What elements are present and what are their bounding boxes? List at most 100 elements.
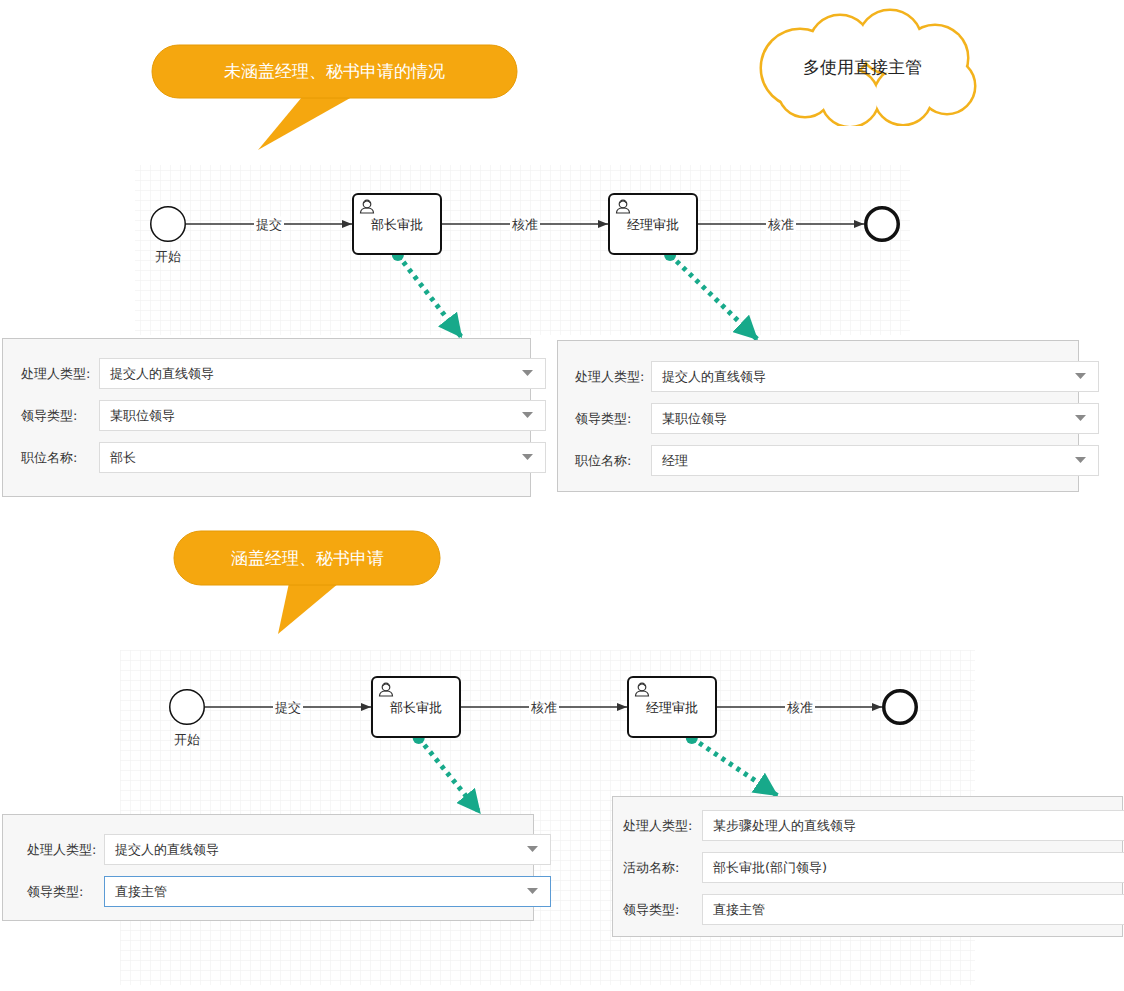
bubble-body [152, 45, 517, 98]
property-panel: 提交人的直线领导某职位领导部长处理人类型:领导类型:职位名称: [2, 338, 531, 497]
panel-labels: 处理人类型:领导类型:职位名称: [21, 339, 90, 432]
dropdown-caret [1075, 415, 1086, 422]
field-value: 部长 [100, 443, 545, 472]
panel-labels: 处理人类型:活动名称:领导类型: [623, 797, 692, 890]
dropdown-field: 经理 [651, 445, 1099, 476]
dropdown-field: 某步骤处理人的直线领导 [702, 810, 1124, 841]
flow-label: 核准 [529, 700, 559, 715]
flow-label: 核准 [510, 217, 540, 232]
field-label: 领导类型: [623, 894, 692, 925]
event-label-wrap: 开始 [139, 731, 235, 749]
cloud-fill [822, 70, 878, 126]
event-circle [170, 690, 205, 725]
field-label: 处理人类型: [21, 358, 90, 389]
user-icon [378, 681, 394, 697]
caret-triangle [527, 846, 538, 852]
caret-triangle [527, 888, 538, 894]
end-event [882, 689, 918, 725]
field-label: 职位名称: [21, 442, 90, 473]
flow-label: 提交 [273, 700, 303, 715]
field-label: 领导类型: [21, 400, 90, 431]
field-value: 直接主管 [105, 877, 550, 906]
event-label: 开始 [139, 731, 235, 749]
dotted-pointer [692, 738, 778, 796]
icon-body [636, 691, 649, 696]
cloud-lobe [822, 70, 878, 126]
field-value: 提交人的直线领导 [100, 359, 545, 388]
panel-labels: 处理人类型:领导类型: [27, 815, 96, 877]
dropdown-caret [522, 454, 533, 461]
dropdown-field: 直接主管 [702, 894, 1124, 925]
icon-body [361, 208, 374, 213]
start-circle [169, 689, 205, 725]
start-circle [150, 206, 186, 242]
task-name: 经理审批 [627, 216, 679, 234]
bubble-tail [278, 583, 339, 634]
icon-hair [638, 684, 645, 686]
field-label: 活动名称: [623, 852, 692, 883]
flow-label: 提交 [254, 217, 284, 232]
dropdown-caret [522, 370, 533, 377]
caret-triangle [1075, 415, 1086, 421]
callout-text: 未涵盖经理、秘书申请的情况 [224, 60, 445, 83]
field-value: 经理 [652, 446, 1098, 475]
event-circle [151, 207, 186, 242]
icon-body [380, 691, 393, 696]
dropdown-field: 提交人的直线领导 [99, 358, 546, 389]
icon-head [619, 200, 627, 208]
task-name: 部长审批 [390, 699, 442, 717]
caret-triangle [522, 370, 533, 376]
event-label-wrap: 开始 [120, 248, 216, 266]
property-panel: 某步骤处理人的直线领导部长审批(部门领导) 直接主管处理人类型:活动名称:领导类型… [612, 796, 1123, 937]
caret-triangle [522, 454, 533, 460]
bubble-tail [258, 97, 352, 150]
dropdown-field: 某职位领导 [651, 403, 1099, 434]
bubble-body [174, 531, 440, 585]
event-circle [884, 691, 917, 724]
field-label: 领导类型: [27, 876, 96, 907]
flow-label: 核准 [766, 217, 796, 232]
user-icon [615, 198, 631, 214]
start-event: 开始 [150, 206, 186, 242]
dropdown-field: 直接主管 [104, 876, 551, 907]
caret-triangle [1075, 373, 1086, 379]
user-icon [634, 681, 650, 697]
dropdown-field: 某职位领导 [99, 400, 546, 431]
caret-triangle [522, 412, 533, 418]
caret-triangle [1075, 457, 1086, 463]
task-name: 部长审批 [371, 216, 423, 234]
user-task: 部长审批 [352, 193, 442, 255]
dropdown-caret [1075, 457, 1086, 464]
property-panel: 提交人的直线领导直接主管处理人类型:领导类型: [2, 814, 534, 921]
event-label: 开始 [120, 248, 216, 266]
callout-text: 涵盖经理、秘书申请 [231, 547, 384, 570]
dropdown-field: 部长审批(部门领导) [702, 852, 1124, 883]
user-icon [359, 198, 375, 214]
icon-head [638, 683, 646, 691]
dotted-pointer [419, 738, 481, 814]
field-value: 直接主管 [703, 895, 1124, 924]
dropdown-field: 部长 [99, 442, 546, 473]
icon-head [363, 200, 371, 208]
field-label: 处理人类型: [575, 361, 644, 392]
icon-body [617, 208, 630, 213]
dropdown-field: 提交人的直线领导 [651, 361, 1099, 392]
icon-hair [619, 201, 626, 203]
dotted-pointer [670, 255, 758, 340]
field-value: 提交人的直线领导 [105, 835, 550, 864]
icon-hair [363, 201, 370, 203]
panel-labels: 处理人类型:领导类型:职位名称: [575, 341, 644, 434]
dropdown-caret [527, 846, 538, 853]
dropdown-caret [1075, 373, 1086, 380]
property-panel: 提交人的直线领导某职位领导经理处理人类型:领导类型:职位名称: [557, 340, 1079, 492]
field-value: 某步骤处理人的直线领导 [703, 811, 1124, 840]
cloud-text: 多使用直接主管 [803, 56, 922, 79]
user-task: 经理审批 [627, 676, 717, 738]
field-value: 某职位领导 [652, 404, 1098, 433]
end-event [864, 206, 900, 242]
field-value: 某职位领导 [100, 401, 545, 430]
cloud-note: 多使用直接主管 [745, 8, 985, 126]
field-value: 部长审批(部门领导) [703, 853, 1124, 882]
